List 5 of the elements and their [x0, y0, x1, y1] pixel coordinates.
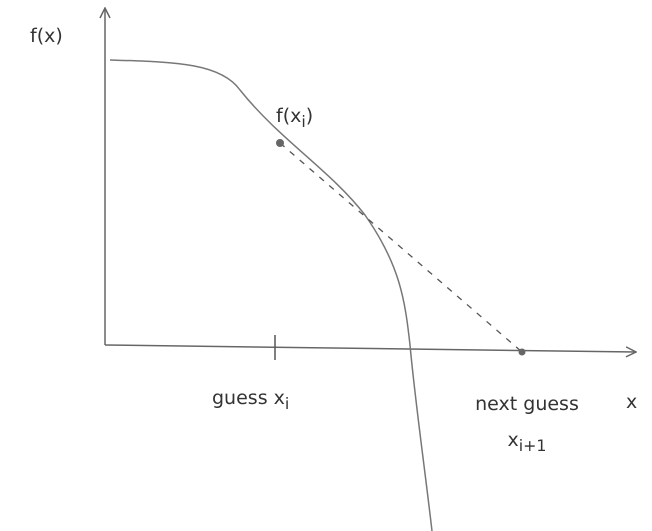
guess-label: guess x$_{i}$: [212, 386, 290, 415]
axis-label: f(x): [30, 24, 63, 48]
point-label: f(x$_{i}$): [276, 104, 314, 133]
guess-label: next guess x$_{i+1}$: [474, 392, 580, 457]
axis-label: x: [626, 390, 638, 414]
